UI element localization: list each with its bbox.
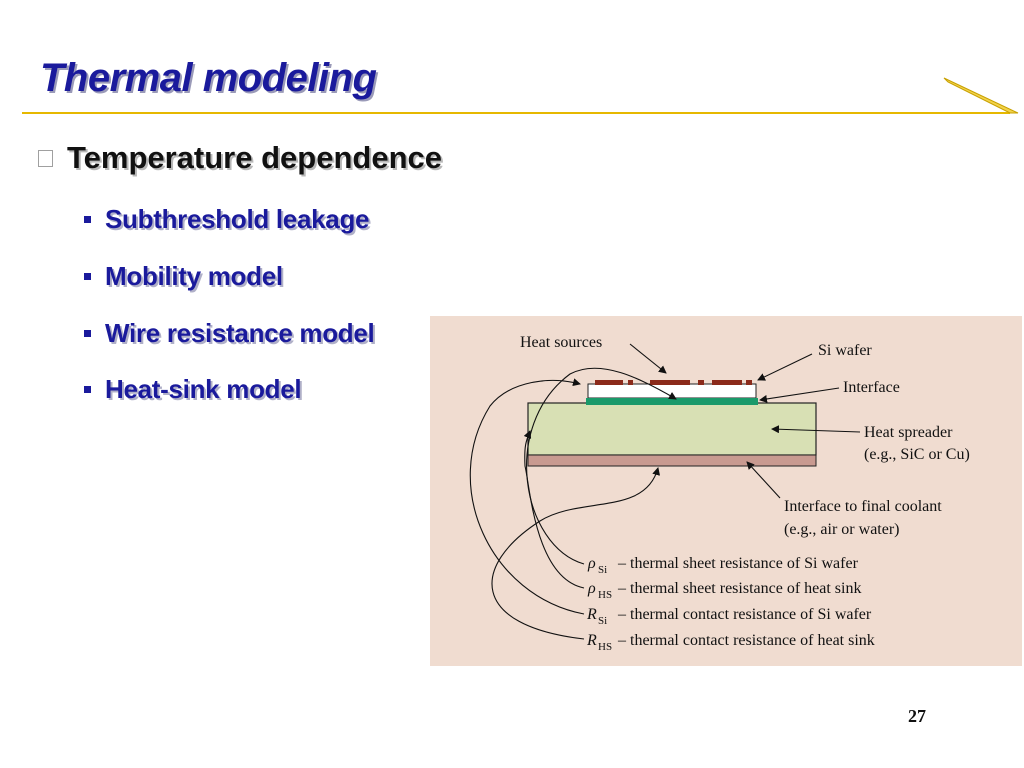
legend-subscript: Si bbox=[598, 564, 607, 576]
legend-description: – thermal contact resistance of heat sin… bbox=[617, 632, 875, 649]
si-wafer-block bbox=[587, 383, 757, 399]
sub-bullet: Wire resistance model bbox=[84, 318, 375, 349]
heat-sink-diagram: Heat sources Si wafer Interface Heat spr… bbox=[430, 316, 1022, 666]
legend-symbol: ρ bbox=[587, 555, 596, 572]
resistance-connector-arrows bbox=[469, 367, 677, 640]
legend-symbol: ρ bbox=[587, 580, 596, 597]
checkbox-bullet-icon bbox=[38, 149, 53, 167]
sub-bullet: Heat-sink model bbox=[84, 374, 302, 405]
sub-bullet-text: Wire resistance model bbox=[105, 318, 375, 348]
label-interface: Interface bbox=[843, 379, 900, 396]
coolant-interface-layer bbox=[527, 454, 817, 467]
legend-description: – thermal sheet resistance of Si wafer bbox=[617, 555, 859, 572]
legend-description: – thermal contact resistance of Si wafer bbox=[617, 606, 872, 623]
title-arrow-decoration bbox=[943, 77, 1019, 114]
label-heat-spreader-eg: (e.g., SiC or Cu) bbox=[864, 446, 970, 463]
label-si-wafer: Si wafer bbox=[818, 342, 872, 359]
square-bullet-icon bbox=[84, 216, 91, 223]
slide-title: Thermal modeling bbox=[40, 56, 377, 100]
sub-bullet: Subthreshold leakage bbox=[84, 204, 369, 235]
sub-bullet: Mobility model bbox=[84, 261, 283, 292]
sub-bullet-text: Heat-sink model bbox=[105, 374, 302, 404]
legend-row: R Si – thermal contact resistance of Si … bbox=[586, 606, 872, 627]
legend-symbol: R bbox=[586, 632, 597, 649]
page-number: 27 bbox=[908, 706, 926, 726]
legend-row: R HS – thermal contact resistance of hea… bbox=[586, 632, 875, 653]
square-bullet-icon bbox=[84, 330, 91, 337]
legend-description: – thermal sheet resistance of heat sink bbox=[617, 580, 861, 597]
label-final-coolant-eg: (e.g., air or water) bbox=[784, 521, 900, 538]
label-final-coolant: Interface to final coolant bbox=[784, 498, 942, 515]
legend-subscript: HS bbox=[598, 589, 612, 601]
legend-subscript: Si bbox=[598, 615, 607, 627]
main-bullet-text: Temperature dependence bbox=[67, 140, 442, 175]
heat-sink-diagram-svg: Heat sources Si wafer Interface Heat spr… bbox=[469, 334, 970, 653]
square-bullet-icon bbox=[84, 273, 91, 280]
square-bullet-icon bbox=[84, 386, 91, 393]
main-bullet: Temperature dependence bbox=[38, 140, 442, 176]
legend-subscript: HS bbox=[598, 641, 612, 653]
label-heat-sources: Heat sources bbox=[520, 334, 602, 351]
sub-bullet-text: Mobility model bbox=[105, 261, 283, 291]
legend-symbol: R bbox=[586, 606, 597, 623]
label-heat-spreader: Heat spreader bbox=[864, 424, 953, 441]
interface-layer bbox=[586, 398, 758, 405]
heat-sources-marks bbox=[595, 380, 752, 385]
heat-spreader-block bbox=[527, 402, 817, 456]
label-arrows bbox=[629, 343, 861, 499]
legend-row: ρ Si – thermal sheet resistance of Si wa… bbox=[587, 555, 859, 576]
title-underline bbox=[22, 77, 1019, 114]
sub-bullet-text: Subthreshold leakage bbox=[105, 204, 370, 234]
legend-row: ρ HS – thermal sheet resistance of heat … bbox=[587, 580, 861, 601]
